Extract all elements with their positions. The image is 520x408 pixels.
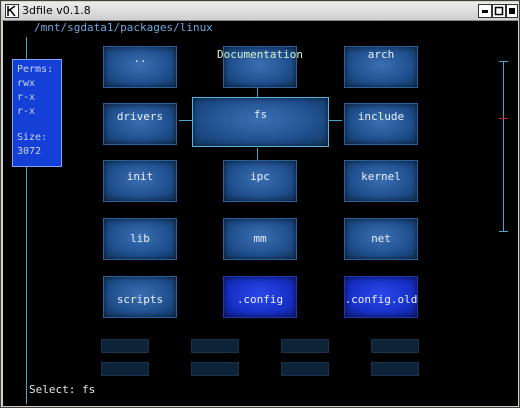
perms-group: r-x [17, 92, 36, 103]
tile-label: arch [367, 48, 395, 61]
left-rail-line [26, 37, 27, 404]
scroll-top-cap [499, 61, 508, 62]
minimize-icon[interactable] [478, 4, 492, 18]
file-browser-3d-view[interactable]: /mnt/sgdata1/packages/linux Perms: rwx r… [3, 21, 518, 406]
tile-label: Documentation [216, 48, 304, 61]
connector-right [329, 120, 342, 121]
title-bar[interactable]: 3dfile v0.1.8 [2, 2, 518, 21]
tile-label: lib [130, 232, 150, 245]
tile-label: fs [253, 108, 268, 121]
scroll-marker[interactable] [499, 118, 508, 119]
faded-tile [101, 362, 149, 376]
folder-tile[interactable]: net [344, 218, 418, 260]
folder-tile[interactable]: arch [344, 46, 418, 88]
perms-other: r-x [17, 106, 36, 117]
folder-tile-selected[interactable]: fs [192, 97, 329, 147]
current-path: /mnt/sgdata1/packages/linux [34, 21, 213, 34]
tile-label: .config.old [344, 293, 418, 306]
size-value: 3072 [17, 146, 42, 157]
folder-tile[interactable]: include [344, 103, 418, 145]
tile-label: kernel [361, 170, 401, 183]
connector-down [257, 148, 258, 160]
size-label: Size: [17, 132, 48, 143]
file-tile[interactable]: .config.old [344, 276, 418, 318]
folder-tile[interactable]: ipc [223, 160, 297, 202]
faded-tile [191, 339, 239, 353]
folder-tile[interactable]: kernel [344, 160, 418, 202]
tile-label: net [371, 232, 391, 245]
perms-owner: rwx [17, 78, 36, 89]
folder-tile[interactable]: mm [223, 218, 297, 260]
scroll-bottom-cap [499, 231, 508, 232]
folder-tile[interactable]: drivers [103, 103, 177, 145]
window-title: 3dfile v0.1.8 [22, 4, 91, 17]
tile-label: .. [133, 52, 147, 65]
folder-tile[interactable]: Documentation [217, 46, 303, 88]
faded-tile [281, 339, 329, 353]
folder-tile[interactable]: scripts [103, 276, 177, 318]
maximize-icon[interactable] [492, 4, 506, 18]
app-icon[interactable] [5, 4, 19, 18]
tile-label: drivers [116, 110, 164, 123]
folder-tile[interactable]: lib [103, 218, 177, 260]
selection-status: Select: fs [29, 383, 96, 396]
tile-label: .config [236, 293, 284, 306]
tile-label: ipc [250, 170, 270, 183]
info-panel: Perms: rwx r-x r-x Size: 3072 [12, 59, 62, 167]
faded-tile [101, 339, 149, 353]
faded-tile [371, 339, 419, 353]
scroll-track[interactable] [503, 61, 504, 231]
file-tile[interactable]: .config [223, 276, 297, 318]
perms-label: Perms: [17, 64, 54, 75]
tile-label: include [357, 110, 405, 123]
folder-tile[interactable]: init [103, 160, 177, 202]
folder-tile[interactable]: .. [103, 46, 177, 88]
close-icon[interactable] [506, 4, 518, 18]
tile-label: mm [253, 232, 267, 245]
tile-label: init [126, 170, 154, 183]
tile-label: scripts [116, 293, 164, 306]
connector-left [179, 120, 192, 121]
faded-tile [191, 362, 239, 376]
faded-tile [281, 362, 329, 376]
faded-tile [371, 362, 419, 376]
